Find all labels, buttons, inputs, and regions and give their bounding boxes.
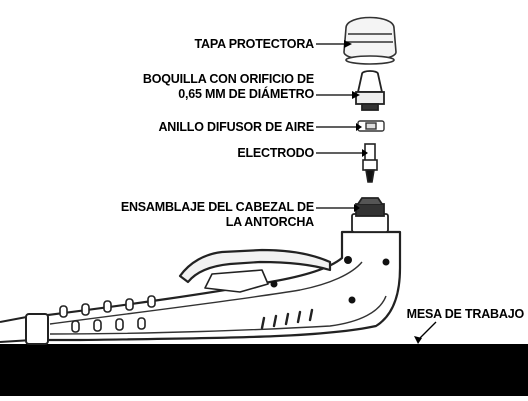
screws — [270, 256, 390, 304]
arrow-heads — [344, 40, 422, 344]
label-text: 0,65 MM DE DIÁMETRO — [178, 87, 314, 101]
label-text: TAPA PROTECTORA — [194, 37, 315, 51]
body-lines — [49, 261, 387, 335]
label-nozzle: BOQUILLA CON ORIFICIO DE 0,65 MM DE DIÁM… — [143, 72, 314, 102]
label-text: ANILLO DIFUSOR DE AIRE — [158, 120, 314, 134]
label-work-table: MESA DE TRABAJO — [406, 307, 525, 322]
slot-lines — [260, 308, 314, 330]
label-text: BOQUILLA CON ORIFICIO DE — [142, 72, 314, 86]
vent-holes — [59, 295, 156, 333]
torch-head — [351, 197, 389, 233]
label-text: ELECTRODO — [237, 146, 314, 160]
label-protective-cap: TAPA PROTECTORA — [194, 37, 315, 52]
leader-lines — [316, 43, 437, 341]
protective-cap-part — [343, 16, 397, 65]
electrode-part — [362, 143, 378, 183]
label-electrode: ELECTRODO — [237, 146, 314, 161]
label-text: MESA DE TRABAJO — [406, 307, 525, 321]
label-text: LA ANTORCHA — [225, 215, 315, 229]
nozzle-part — [355, 70, 385, 111]
work-table — [0, 344, 528, 396]
label-swirl-ring: ANILLO DIFUSOR DE AIRE — [158, 120, 314, 135]
label-torch-head: ENSAMBLAJE DEL CABEZAL DE LA ANTORCHA — [121, 200, 314, 230]
swirl-ring-part — [357, 120, 385, 132]
label-text: ENSAMBLAJE DEL CABEZAL DE — [120, 200, 314, 214]
cable-end — [0, 313, 49, 345]
